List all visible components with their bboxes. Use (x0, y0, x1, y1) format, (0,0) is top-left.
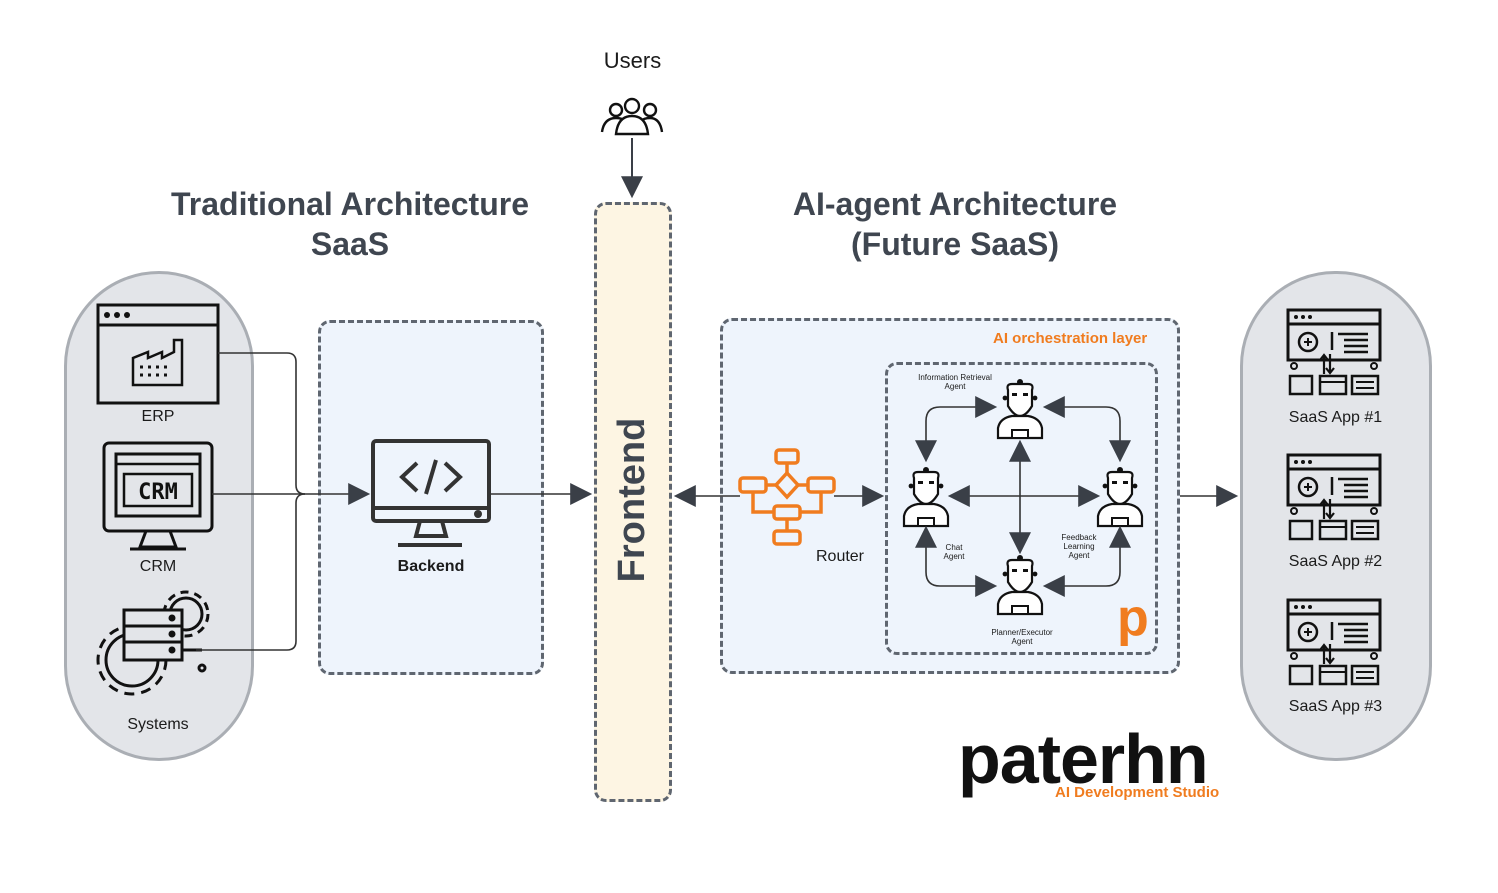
planner-agent-label: Planner/Executor Agent (972, 628, 1072, 646)
info-retrieval-label-line2: Agent (944, 382, 966, 391)
right-saas-group (1240, 271, 1432, 761)
systems-label: Systems (127, 716, 189, 733)
backend-monitor-icon (371, 439, 491, 547)
chat-agent-icon (902, 465, 950, 528)
ai-title-line1: AI-agent Architecture (792, 186, 1118, 222)
backend-label: Backend (397, 558, 465, 575)
orch-logo-letter: p (1117, 589, 1149, 647)
erp-label: ERP (141, 408, 175, 425)
ai-orchestration-label: AI orchestration layer (993, 330, 1148, 347)
info-retrieval-label: Information Retrieval Agent (905, 373, 1005, 391)
info-retrieval-label-line1: Information Retrieval (918, 373, 992, 382)
users-icon (600, 97, 664, 136)
crm-screen-text: CRM (138, 480, 178, 505)
systems-gear-icon (96, 590, 210, 696)
planner-agent-icon (996, 553, 1044, 616)
left-to-backend-connectors (196, 352, 371, 651)
planner-agent-label-line1: Planner/Executor (991, 628, 1053, 637)
info-retrieval-agent-icon (996, 377, 1044, 440)
feedback-agent-icon (1096, 465, 1144, 528)
ai-title: AI-agent Architecture (Future SaaS) (740, 184, 1170, 264)
saas-app-2-icon (1286, 453, 1382, 541)
ai-title-line2: (Future SaaS) (850, 226, 1060, 262)
saas-app-3-label: SaaS App #3 (1288, 698, 1383, 715)
saas-app-1-icon (1286, 308, 1382, 396)
agent-connectors (915, 396, 1131, 597)
users-label: Users (603, 48, 662, 73)
traditional-title-line1: Traditional Architecture (171, 186, 529, 222)
erp-icon (96, 303, 220, 405)
crm-label: CRM (139, 558, 177, 575)
planner-agent-label-line2: Agent (1011, 637, 1033, 646)
brand-name: paterhn (958, 720, 1209, 798)
traditional-title-line2: SaaS (310, 226, 390, 262)
saas-app-3-icon (1286, 598, 1382, 686)
brand-subtitle: AI Development Studio (1055, 784, 1220, 801)
saas-app-2-label: SaaS App #2 (1288, 553, 1383, 570)
frontend-container (594, 202, 672, 802)
traditional-title: Traditional Architecture SaaS (130, 184, 570, 264)
router-label: Router (815, 548, 865, 565)
crm-icon: CRM (102, 441, 214, 551)
router-icon (738, 448, 836, 546)
saas-app-1-label: SaaS App #1 (1288, 409, 1383, 426)
